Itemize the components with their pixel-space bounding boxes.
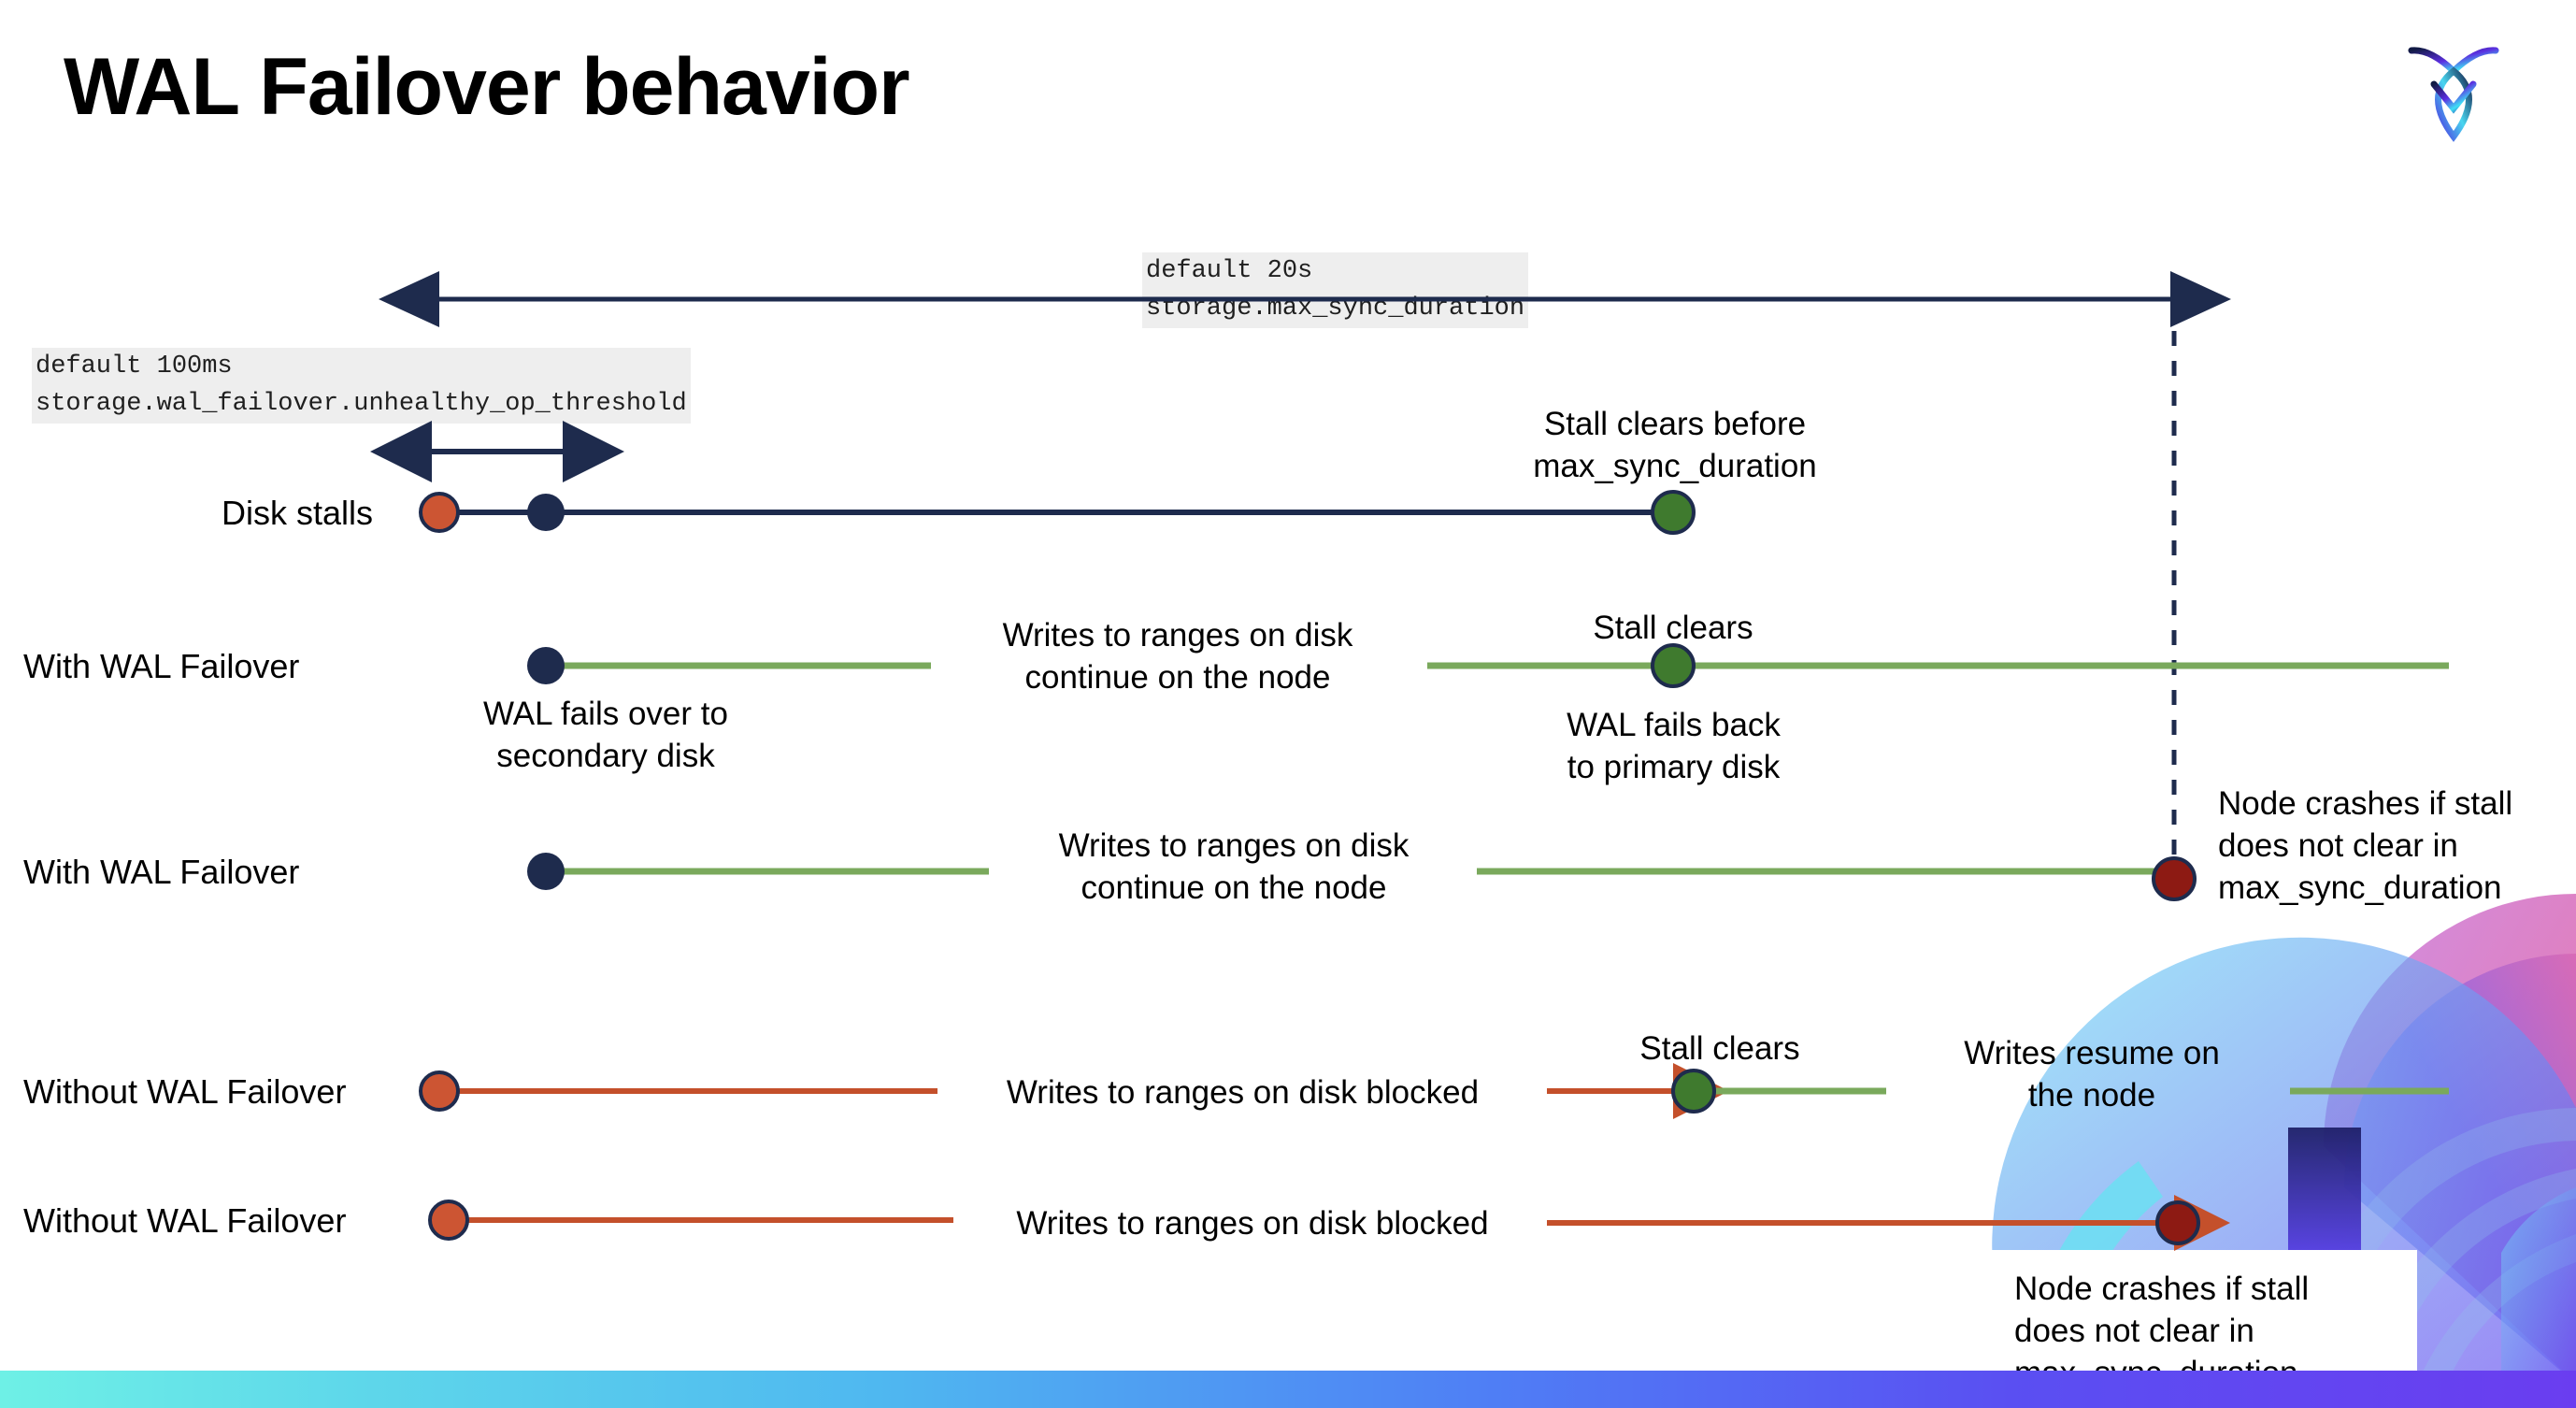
note-row2-stall-clears: Stall clears xyxy=(1593,610,1753,646)
note-row2-wal-fails-over: WAL fails over to secondary disk xyxy=(419,694,793,778)
note-row2-wal-fails-over-line1: WAL fails over to xyxy=(483,696,728,732)
note-row3-node-crashes-line1: Node crashes if stall xyxy=(2218,785,2513,822)
annotation-unhealthy-setting: storage.wal_failover.unhealthy_op_thresh… xyxy=(32,385,691,424)
note-row5-node-crashes-line1: Node crashes if stall xyxy=(2014,1271,2310,1307)
row-label-disk-stalls: Disk stalls xyxy=(222,494,374,532)
row1-stall-clear-dot xyxy=(1651,490,1696,535)
row1-stall-start-dot xyxy=(419,492,460,533)
row1-failover-dot xyxy=(527,494,565,531)
note-row4-stall-clears: Stall clears xyxy=(1639,1030,1800,1067)
note-stall-clears-before-line2: max_sync_duration xyxy=(1533,447,1817,484)
row-label-with-wal-failover-1: With WAL Failover xyxy=(23,647,300,685)
note-row2-writes-continue-line2: continue on the node xyxy=(1024,658,1331,696)
note-row2-wal-fails-back: WAL fails back to primary disk xyxy=(1503,705,1844,789)
bottom-gradient-bar xyxy=(0,1371,2576,1408)
row2-stall-clear-dot xyxy=(1651,643,1696,688)
note-row3-writes-continue-line1: Writes to ranges on disk xyxy=(1058,827,1410,864)
note-row3-writes-continue-line2: continue on the node xyxy=(1080,869,1387,906)
note-row3-node-crashes: Node crashes if stall does not clear in … xyxy=(2218,783,2573,909)
row4-stall-clear-dot xyxy=(1671,1069,1716,1113)
note-row3-node-crashes-line3: max_sync_duration xyxy=(2218,869,2502,906)
note-row5-writes-blocked: Writes to ranges on disk blocked xyxy=(1016,1205,1489,1242)
note-row4-writes-resume: Writes resume on the node xyxy=(1933,1033,2251,1117)
note-row2-wal-fails-back-line2: to primary disk xyxy=(1567,748,1781,785)
note-row3-writes-continue: Writes to ranges on disk continue on the… xyxy=(991,826,1477,910)
row3-node-crash-dot xyxy=(2152,856,2197,901)
note-row2-wal-fails-over-line2: secondary disk xyxy=(496,737,715,774)
annotation-unhealthy-value: default 100ms xyxy=(32,348,691,386)
note-row4-writes-resume-line1: Writes resume on xyxy=(1964,1035,2220,1071)
note-row2-writes-continue: Writes to ranges on disk continue on the… xyxy=(935,615,1421,699)
note-stall-clears-before: Stall clears before max_sync_duration xyxy=(1488,404,1862,488)
row3-failover-dot xyxy=(527,853,565,890)
annotation-unhealthy-op-threshold: default 100ms storage.wal_failover.unhea… xyxy=(32,348,691,424)
page-title: WAL Failover behavior xyxy=(64,42,910,132)
cockroachdb-logo-icon xyxy=(2408,47,2499,142)
row-label-with-wal-failover-2: With WAL Failover xyxy=(23,853,300,891)
note-row3-node-crashes-line2: does not clear in xyxy=(2218,826,2458,864)
note-row4-writes-blocked: Writes to ranges on disk blocked xyxy=(1006,1074,1480,1111)
note-stall-clears-before-line1: Stall clears before xyxy=(1543,406,1807,442)
row-label-without-wal-failover-2: Without WAL Failover xyxy=(23,1201,347,1240)
note-row4-writes-resume-line2: the node xyxy=(2027,1076,2156,1113)
row2-failover-dot xyxy=(527,647,565,684)
row5-stall-start-dot xyxy=(428,1200,469,1241)
row5-node-crash-dot xyxy=(2155,1200,2200,1245)
note-row2-writes-continue-line1: Writes to ranges on disk xyxy=(1002,617,1353,654)
row4-stall-start-dot xyxy=(419,1070,460,1112)
note-row5-node-crashes-line2: does not clear in xyxy=(2014,1312,2254,1349)
row-label-without-wal-failover-1: Without WAL Failover xyxy=(23,1072,347,1111)
note-row2-wal-fails-back-line1: WAL fails back xyxy=(1567,707,1781,743)
